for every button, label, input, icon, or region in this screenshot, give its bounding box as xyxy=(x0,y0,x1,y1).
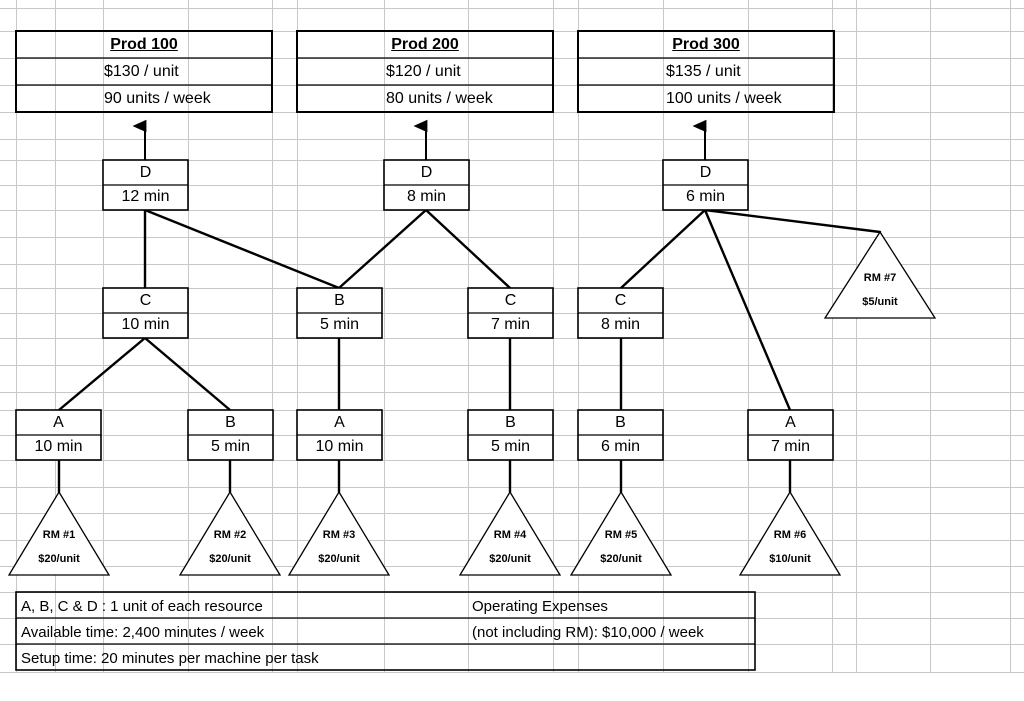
product-price-prod-100: $130 / unit xyxy=(104,63,179,80)
product-title-prod-100: Prod 100 xyxy=(110,36,178,53)
note-resources: A, B, C & D : 1 unit of each resource xyxy=(21,598,263,615)
connector-c1-a1 xyxy=(57,336,147,412)
operation-time-d1: 12 min xyxy=(121,188,170,205)
connector-d2-b1 xyxy=(337,208,428,290)
raw-material-triangle-rm3 xyxy=(287,490,391,576)
note-setup-time: Setup time: 20 minutes per machine per t… xyxy=(21,650,319,667)
operation-boxes xyxy=(15,159,834,461)
operation-time-d3: 6 min xyxy=(685,188,726,205)
note-operating-expenses: Operating Expenses xyxy=(472,598,608,615)
operation-letter-c1: C xyxy=(139,292,152,309)
raw-material-price-rm6: $10/unit xyxy=(769,553,811,565)
operation-letter-b1: B xyxy=(334,292,345,309)
raw-material-price-rm1: $20/unit xyxy=(38,553,80,565)
operation-time-c2: 7 min xyxy=(490,316,531,333)
operation-letter-b4: B xyxy=(615,414,626,431)
operation-letter-b2: B xyxy=(225,414,236,431)
product-title-prod-300: Prod 300 xyxy=(672,36,740,53)
operation-letter-a3: A xyxy=(785,414,796,431)
operation-letter-b3: B xyxy=(505,414,516,431)
raw-material-label-rm7: RM #7 xyxy=(863,272,897,284)
operation-letter-d2: D xyxy=(420,164,433,181)
raw-material-price-rm3: $20/unit xyxy=(318,553,360,565)
operation-time-a1: 10 min xyxy=(34,438,83,455)
product-price-prod-300: $135 / unit xyxy=(666,63,741,80)
operation-time-b1: 5 min xyxy=(319,316,360,333)
raw-material-price-rm2: $20/unit xyxy=(209,553,251,565)
note-operating-expenses-amount: (not including RM): $10,000 / week xyxy=(472,624,704,641)
operation-letter-c2: C xyxy=(504,292,517,309)
operation-time-a3: 7 min xyxy=(770,438,811,455)
raw-material-triangle-rm5 xyxy=(569,490,673,576)
operation-time-c3: 8 min xyxy=(600,316,641,333)
product-demand-prod-100: 90 units / week xyxy=(104,90,211,107)
raw-material-triangle-rm2 xyxy=(178,490,282,576)
operation-letter-d3: D xyxy=(699,164,712,181)
raw-material-label-rm1: RM #1 xyxy=(42,529,76,541)
raw-material-label-rm5: RM #5 xyxy=(604,529,638,541)
raw-material-label-rm4: RM #4 xyxy=(493,529,527,541)
connector-d2-c2 xyxy=(424,208,512,290)
note-available-time: Available time: 2,400 minutes / week xyxy=(21,624,265,641)
note-boxes xyxy=(15,591,756,671)
connector-d3-a3 xyxy=(703,208,792,412)
raw-material-label-rm3: RM #3 xyxy=(322,529,356,541)
connector-d3-c3 xyxy=(619,208,707,290)
raw-material-price-rm5: $20/unit xyxy=(600,553,642,565)
operation-time-a2: 10 min xyxy=(315,438,364,455)
raw-material-triangle-rm1 xyxy=(7,490,111,576)
operation-time-c1: 10 min xyxy=(121,316,170,333)
product-title-prod-200: Prod 200 xyxy=(391,36,459,53)
operation-letter-d1: D xyxy=(139,164,152,181)
product-output-arrows xyxy=(132,119,707,160)
product-demand-prod-300: 100 units / week xyxy=(666,90,782,107)
connector-c1-b2 xyxy=(143,336,232,412)
product-price-prod-200: $120 / unit xyxy=(386,63,461,80)
connector-d1-b1 xyxy=(143,208,341,290)
raw-material-triangle-rm4 xyxy=(458,490,562,576)
product-demand-prod-200: 80 units / week xyxy=(386,90,493,107)
raw-material-triangles xyxy=(7,230,937,576)
operation-letter-c3: C xyxy=(614,292,627,309)
raw-material-label-rm6: RM #6 xyxy=(773,529,807,541)
operation-time-b3: 5 min xyxy=(490,438,531,455)
product-header-boxes xyxy=(15,30,835,113)
raw-material-label-rm2: RM #2 xyxy=(213,529,247,541)
raw-material-price-rm4: $20/unit xyxy=(489,553,531,565)
operation-letter-a2: A xyxy=(334,414,345,431)
operation-letter-a1: A xyxy=(53,414,64,431)
connector-d3-rm7 xyxy=(703,208,882,234)
raw-material-price-rm7: $5/unit xyxy=(862,296,898,308)
operation-time-b4: 6 min xyxy=(600,438,641,455)
operation-time-b2: 5 min xyxy=(210,438,251,455)
flow-connectors xyxy=(57,208,882,494)
operation-time-d2: 8 min xyxy=(406,188,447,205)
raw-material-triangle-rm7 xyxy=(823,230,937,319)
raw-material-triangle-rm6 xyxy=(738,490,842,576)
